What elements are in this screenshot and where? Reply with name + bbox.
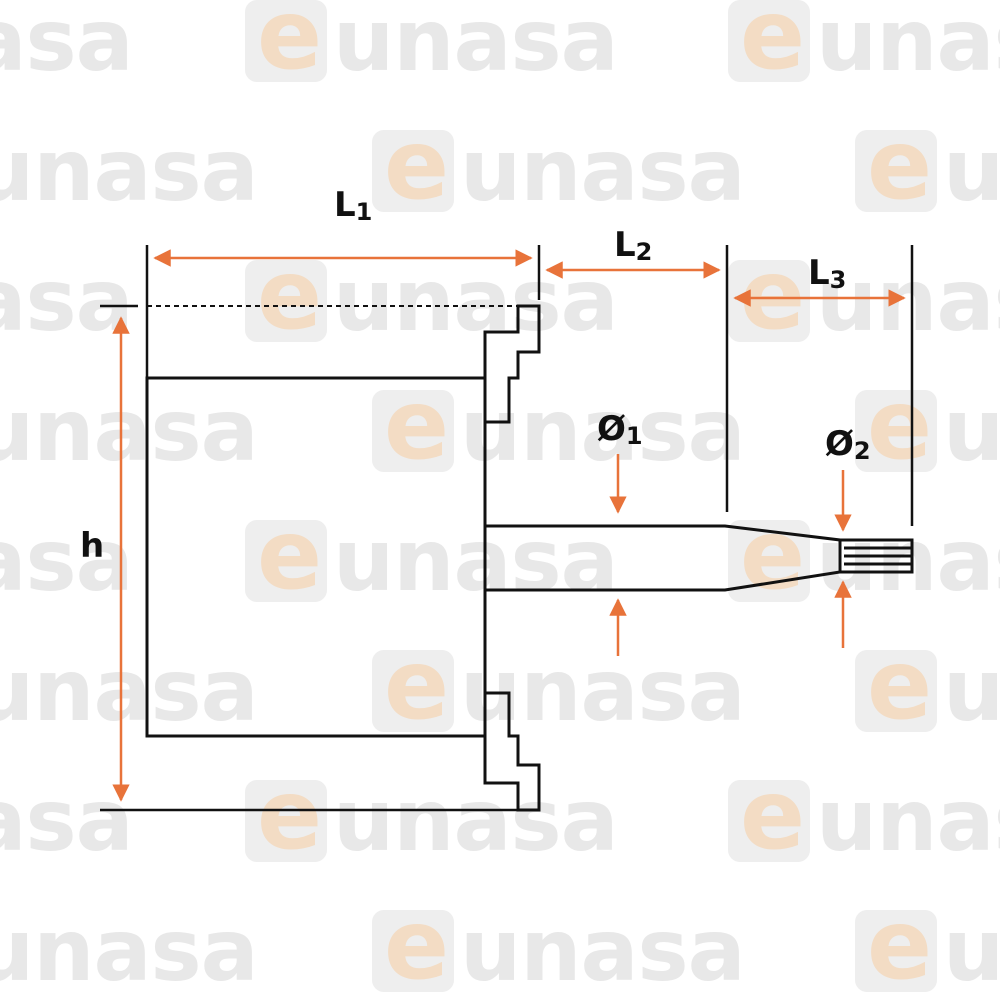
svg-text:e: e <box>257 239 322 351</box>
svg-text:unasa: unasa <box>0 771 133 871</box>
svg-text:e: e <box>867 369 932 481</box>
svg-text:unasa: unasa <box>333 0 618 91</box>
flange-outline <box>483 304 541 812</box>
svg-text:unasa: unasa <box>333 771 618 871</box>
l1-label: L1 <box>334 185 372 226</box>
svg-text:unasa: unasa <box>0 0 133 91</box>
svg-text:e: e <box>257 759 322 871</box>
h-label: h <box>80 526 104 566</box>
svg-text:e: e <box>740 239 805 351</box>
svg-text:unasa: unasa <box>460 901 745 1000</box>
svg-text:unasa: unasa <box>333 511 618 611</box>
svg-text:unasa: unasa <box>0 511 133 611</box>
svg-text:e: e <box>867 889 932 1000</box>
svg-text:unasa: unasa <box>460 121 745 221</box>
svg-text:e: e <box>257 499 322 611</box>
svg-text:e: e <box>740 0 805 91</box>
d1-label: Ø1 <box>597 409 643 450</box>
svg-text:unasa: unasa <box>0 381 258 481</box>
svg-text:e: e <box>867 109 932 221</box>
svg-text:e: e <box>384 889 449 1000</box>
svg-text:unasa: unasa <box>943 381 1000 481</box>
l2-label: L2 <box>614 225 652 266</box>
l3-label: L3 <box>808 253 846 294</box>
svg-text:e: e <box>867 629 932 741</box>
dimension-labels: L1 L2 L3 Ø1 Ø2 h <box>80 185 871 566</box>
d2-label: Ø2 <box>825 424 871 465</box>
svg-text:unasa: unasa <box>0 901 258 1000</box>
svg-text:e: e <box>740 499 805 611</box>
svg-text:e: e <box>384 109 449 221</box>
svg-text:e: e <box>384 629 449 741</box>
extension-lines <box>100 245 914 812</box>
svg-text:e: e <box>384 369 449 481</box>
svg-text:unasa: unasa <box>0 251 133 351</box>
svg-text:e: e <box>740 759 805 871</box>
splined-tip <box>838 538 914 574</box>
motor-body <box>145 304 914 812</box>
svg-text:unasa: unasa <box>0 641 258 741</box>
svg-text:unasa: unasa <box>943 901 1000 1000</box>
svg-text:unasa: unasa <box>943 121 1000 221</box>
svg-text:unasa: unasa <box>333 251 618 351</box>
svg-text:unasa: unasa <box>460 641 745 741</box>
svg-text:unasa: unasa <box>0 121 258 221</box>
svg-text:unasa: unasa <box>816 0 1000 91</box>
dimension-arrows <box>112 249 906 802</box>
svg-text:e: e <box>257 0 322 91</box>
svg-text:unasa: unasa <box>816 771 1000 871</box>
svg-text:unasa: unasa <box>943 641 1000 741</box>
